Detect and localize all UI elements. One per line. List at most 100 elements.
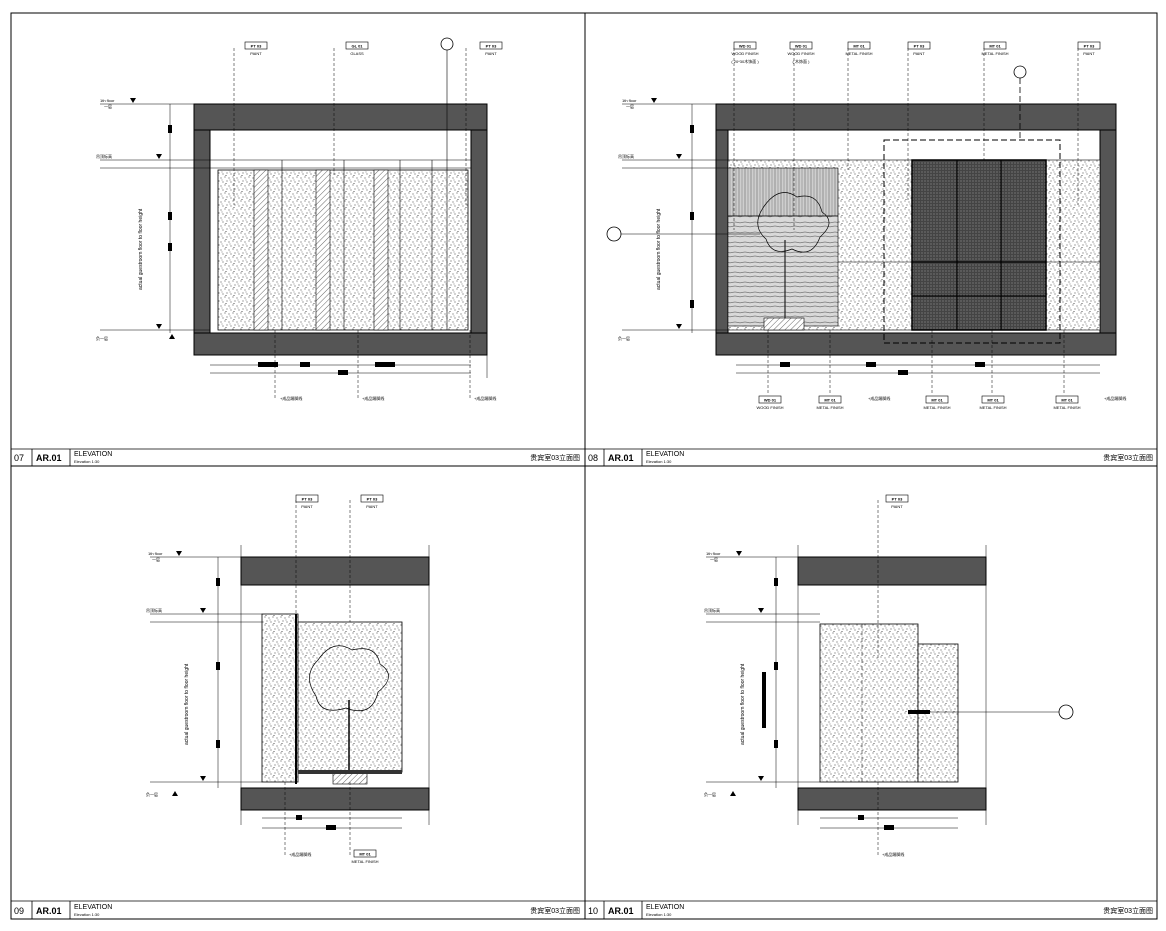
- tag-mt01-bottom: MT 01 METAL FINISH: [351, 849, 379, 864]
- panel-08-elevation: [606, 48, 1117, 395]
- level-label: 吊顶标高: [146, 607, 162, 613]
- tag-wd01: WD 01 WOOD FINISH ( 20*30木饰面 ): [731, 41, 759, 64]
- tree-feature-wall: [297, 621, 403, 773]
- svg-text:METAL FINISH: METAL FINISH: [845, 51, 872, 56]
- skirting-note: +成品踢脚线: [1104, 395, 1126, 401]
- panel-09-title-block: 09 AR.01 ELEVATION Elevation 1:30 贵宾室03立…: [14, 901, 580, 919]
- level-label: 1th floor: [100, 98, 115, 103]
- drawing-scale: Elevation 1:30: [74, 459, 100, 464]
- glass-panel: [253, 169, 269, 331]
- section-marker: [1013, 65, 1027, 79]
- svg-text:METAL FINISH: METAL FINISH: [816, 405, 843, 410]
- tag-pt03: PT 03 PAINT: [479, 41, 503, 56]
- svg-text:PAINT: PAINT: [891, 504, 903, 509]
- svg-text:GL 01: GL 01: [351, 44, 363, 49]
- tag-pt03: PT 03 PAINT: [360, 494, 384, 509]
- tree-motif: [757, 192, 830, 253]
- left-wall: [715, 129, 729, 334]
- level-label: 吊顶标高: [618, 153, 634, 159]
- tree-motif: [309, 645, 389, 712]
- drawing-name: 贵宾室03立面图: [530, 453, 580, 462]
- right-wall: [1099, 129, 1117, 334]
- level-label: 1th floor: [148, 551, 163, 556]
- level-label: 一层: [710, 556, 718, 562]
- svg-text:MT 01: MT 01: [931, 398, 943, 403]
- svg-text:PAINT: PAINT: [250, 51, 262, 56]
- tag-pt03: PT 03 PAINT: [1077, 41, 1101, 56]
- skirting-note: +成品踢脚线: [280, 395, 302, 401]
- tag-pt03: PT 03 PAINT: [885, 494, 909, 509]
- level-label: 负一层: [146, 791, 158, 797]
- vertical-label: actual guestroom floor to floor height: [138, 208, 144, 290]
- level-label: 负一层: [96, 335, 108, 341]
- svg-text:WD 01: WD 01: [739, 44, 752, 49]
- tag-mt01: MT 01 METAL FINISH: [981, 41, 1009, 56]
- svg-text:PAINT: PAINT: [485, 51, 497, 56]
- tag-pt03: PT 03 PAINT: [907, 41, 931, 56]
- drawing-title: ELEVATION: [74, 451, 112, 458]
- ceiling-slab: [193, 103, 488, 131]
- panel-09-elevation: [150, 500, 430, 855]
- drawing-number: 10: [588, 906, 598, 916]
- tag-gl01: GL 01 GLASS: [345, 41, 369, 56]
- vertical-label: actual guestroom floor to floor height: [184, 663, 190, 745]
- svg-text:PT 03: PT 03: [1084, 44, 1095, 49]
- vertical-label: actual guestroom floor to floor height: [656, 208, 662, 290]
- sheet-code: AR.01: [36, 906, 62, 916]
- drawing-number: 09: [14, 906, 24, 916]
- svg-text:WD 01: WD 01: [764, 398, 777, 403]
- svg-text:METAL FINISH: METAL FINISH: [979, 405, 1006, 410]
- drawing-title: ELEVATION: [646, 451, 684, 458]
- tag-mt01-bottom: MT 01 METAL FINISH: [923, 395, 951, 410]
- level-label: 1th floor: [622, 98, 637, 103]
- left-wall: [193, 129, 211, 334]
- svg-text:METAL FINISH: METAL FINISH: [1053, 405, 1080, 410]
- level-label: 吊顶标高: [704, 607, 720, 613]
- section-marker: [606, 226, 622, 242]
- level-label: 吊顶标高: [96, 153, 112, 159]
- skirting-note: +成品踢脚线: [289, 851, 311, 857]
- svg-text:MT 01: MT 01: [989, 44, 1001, 49]
- vertical-label: actual guestroom floor to floor height: [740, 663, 746, 745]
- floor-slab: [240, 787, 430, 811]
- floor-slab: [715, 332, 1117, 356]
- section-marker: [1058, 704, 1074, 720]
- svg-text:PT 03: PT 03: [251, 44, 262, 49]
- drawing-name: 贵宾室03立面图: [1103, 906, 1153, 915]
- ceiling-slab: [715, 103, 1117, 131]
- section-marker: [440, 37, 454, 51]
- tag-mt01-bottom: MT 01 METAL FINISH: [816, 395, 844, 410]
- tag-mt01-bottom: MT 01 METAL FINISH: [1053, 395, 1081, 410]
- skirting-note: +成品踢脚线: [868, 395, 890, 401]
- svg-text:PT 03: PT 03: [914, 44, 925, 49]
- sheet-code: AR.01: [36, 453, 62, 463]
- tag-pt03: PT 03 PAINT: [295, 494, 319, 509]
- drawing-name: 贵宾室03立面图: [1103, 453, 1153, 462]
- level-label: 负一层: [704, 791, 716, 797]
- svg-text:WOOD FINISH: WOOD FINISH: [756, 405, 783, 410]
- svg-text:WOOD FINISH: WOOD FINISH: [731, 51, 758, 56]
- skirting-note: +成品踢脚线: [882, 851, 904, 857]
- tag-wd01: WD 01 WOOD FINISH ( 木饰面 ): [787, 41, 815, 64]
- drawing-title: ELEVATION: [74, 904, 112, 911]
- svg-text:MT 01: MT 01: [853, 44, 865, 49]
- svg-text:( 20*30木饰面 ): ( 20*30木饰面 ): [731, 58, 759, 64]
- level-label: 负一层: [618, 335, 630, 341]
- drawing-number: 07: [14, 453, 24, 463]
- level-label: 一层: [152, 556, 160, 562]
- svg-text:PAINT: PAINT: [913, 51, 925, 56]
- svg-text:METAL FINISH: METAL FINISH: [351, 859, 378, 864]
- tag-mt01-bottom: MT 01 METAL FINISH: [979, 395, 1007, 410]
- skirting-note: +成品踢脚线: [474, 395, 496, 401]
- tag-pt03: PT 03 PAINT: [244, 41, 268, 56]
- glass-panel: [315, 169, 331, 331]
- svg-text:METAL FINISH: METAL FINISH: [981, 51, 1008, 56]
- panel-07-elevation: [100, 37, 488, 400]
- svg-text:( 木饰面 ): ( 木饰面 ): [793, 58, 811, 64]
- panel-07-title-block: 07 AR.01 ELEVATION Elevation 1:30 贵宾室03立…: [14, 449, 580, 466]
- wood-strip-panel: [727, 167, 839, 217]
- glass-panel: [373, 169, 389, 331]
- svg-text:PT 03: PT 03: [302, 497, 313, 502]
- level-label: 一层: [626, 103, 634, 109]
- sheet-code: AR.01: [608, 453, 634, 463]
